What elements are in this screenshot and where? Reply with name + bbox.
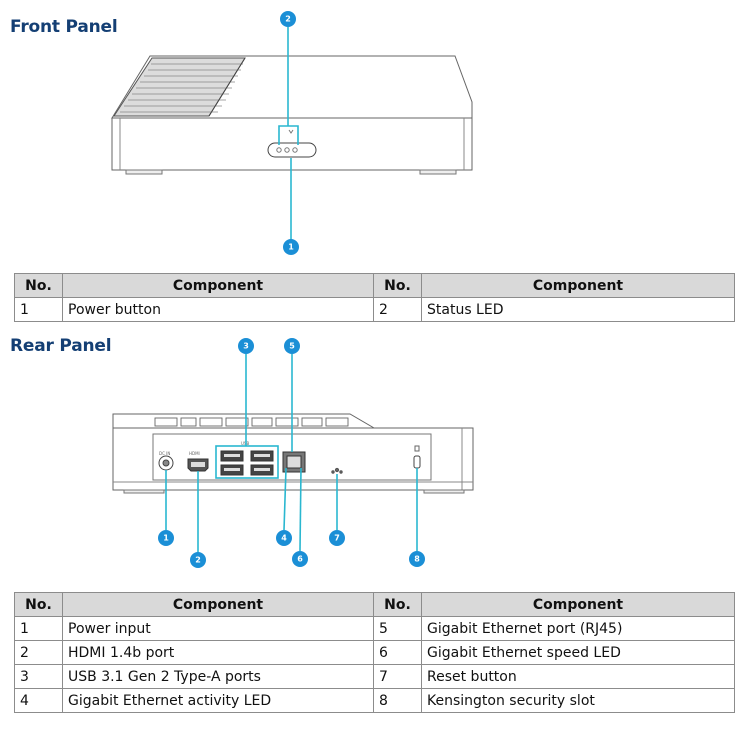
rear-callout-5: 5 (284, 338, 300, 354)
rear-callout-4-label: 4 (281, 534, 287, 543)
cell-component: HDMI 1.4b port (62, 640, 374, 665)
rear-callout-4: 4 (276, 530, 292, 546)
rear-callout-2-label: 2 (195, 556, 201, 565)
table-row: 3 USB 3.1 Gen 2 Type-A ports 7 Reset but… (14, 664, 735, 689)
column-header-no: No. (14, 592, 63, 617)
front-device-drawing (111, 55, 473, 175)
rear-panel-table: No. Component No. Component 1 Power inpu… (14, 592, 735, 713)
cell-component: Kensington security slot (421, 688, 735, 713)
cell-component: Gigabit Ethernet activity LED (62, 688, 374, 713)
front-callout-1: 1 (283, 239, 299, 255)
rear-callout-8-label: 8 (414, 555, 420, 564)
rear-callout-3-label: 3 (243, 342, 249, 351)
column-header-component: Component (421, 592, 735, 617)
rear-callout-7-label: 7 (334, 534, 340, 543)
cell-no: 6 (373, 640, 422, 665)
column-header-component: Component (62, 273, 374, 298)
rear-callout-1: 1 (158, 530, 174, 546)
rear-callout-leaders (165, 354, 418, 553)
cell-no: 2 (14, 640, 63, 665)
cell-no: 5 (373, 616, 422, 641)
cell-no: 1 (14, 616, 63, 641)
cell-component: Gigabit Ethernet port (RJ45) (421, 616, 735, 641)
cell-no: 7 (373, 664, 422, 689)
cell-component: Power button (62, 297, 374, 322)
cell-no: 4 (14, 688, 63, 713)
table-row: 1 Power button 2 Status LED (14, 297, 735, 322)
table-row: 1 Power input 5 Gigabit Ethernet port (R… (14, 616, 735, 641)
rear-callout-3: 3 (238, 338, 254, 354)
rear-panel-heading: Rear Panel (10, 336, 112, 356)
cell-component: Power input (62, 616, 374, 641)
rear-callouts: 3 5 1 2 4 6 7 8 (158, 338, 425, 568)
front-panel-table: No. Component No. Component 1 Power butt… (14, 273, 735, 322)
front-callout-2-label: 2 (285, 15, 291, 24)
cell-no: 2 (373, 297, 422, 322)
front-callout-1-label: 1 (288, 243, 294, 252)
column-header-no: No. (373, 592, 422, 617)
column-header-component: Component (421, 273, 735, 298)
column-header-component: Component (62, 592, 374, 617)
cell-component: USB 3.1 Gen 2 Type-A ports (62, 664, 374, 689)
rear-callout-8: 8 (409, 551, 425, 567)
cell-component: Reset button (421, 664, 735, 689)
rear-callout-7: 7 (329, 530, 345, 546)
rear-callout-6-label: 6 (297, 555, 303, 564)
table-row: 4 Gigabit Ethernet activity LED 8 Kensin… (14, 688, 735, 713)
rear-callout-6: 6 (292, 551, 308, 567)
rear-callout-5-label: 5 (289, 342, 295, 351)
table-header-row: No. Component No. Component (14, 273, 735, 298)
front-callout-leaders (278, 27, 299, 240)
dc-in-port-label: DC IN (159, 451, 170, 456)
cell-no: 3 (14, 664, 63, 689)
column-header-no: No. (14, 273, 63, 298)
front-callout-2: 2 (280, 11, 296, 27)
rear-callout-1-label: 1 (163, 534, 169, 543)
cell-component: Gigabit Ethernet speed LED (421, 640, 735, 665)
front-panel-heading: Front Panel (10, 17, 118, 37)
column-header-no: No. (373, 273, 422, 298)
table-row: 2 HDMI 1.4b port 6 Gigabit Ethernet spee… (14, 640, 735, 665)
hdmi-port-label: HDMI (189, 451, 200, 456)
cell-no: 8 (373, 688, 422, 713)
rear-callout-2: 2 (190, 552, 206, 568)
table-header-row: No. Component No. Component (14, 592, 735, 617)
cell-no: 1 (14, 297, 63, 322)
cell-component: Status LED (421, 297, 735, 322)
